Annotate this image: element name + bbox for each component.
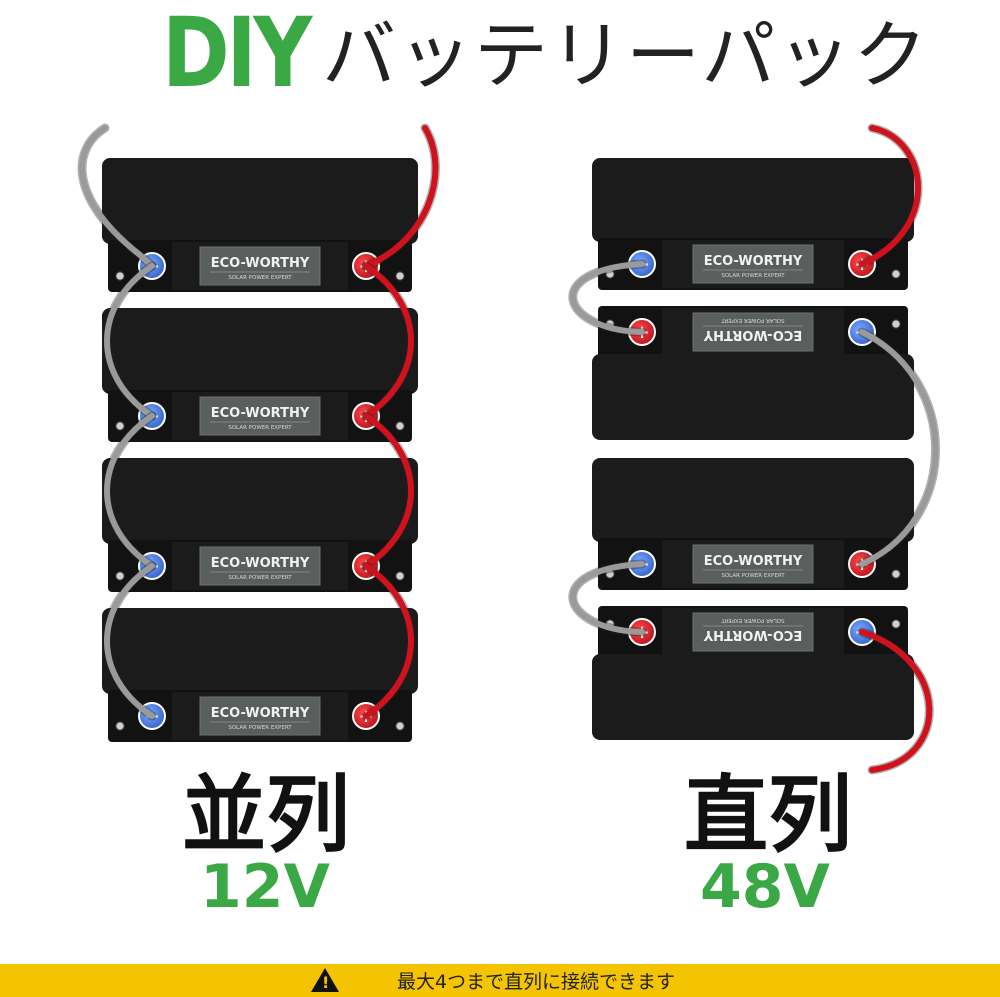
warning-banner: ! 最大4つまで直列に接続できます (0, 964, 1000, 997)
brand-tagline: SOLAR POWER EXPERT (721, 273, 785, 279)
brand-name: ECO-WORTHY (211, 556, 310, 571)
battery-body (592, 654, 914, 740)
brand-name: ECO-WORTHY (703, 627, 802, 642)
red-wire (363, 125, 439, 269)
gray-wire (104, 563, 155, 719)
brand-label: ECO-WORTHY SOLAR POWER EXPERT (692, 612, 814, 652)
title-diy: DIY (162, 0, 312, 109)
brand-label: ECO-WORTHY SOLAR POWER EXPERT (692, 544, 814, 584)
brand-tagline: SOLAR POWER EXPERT (228, 575, 292, 581)
brand-label: ECO-WORTHY SOLAR POWER EXPERT (199, 546, 321, 586)
brand-tagline: SOLAR POWER EXPERT (721, 573, 785, 579)
series-voltage: 48V (700, 852, 830, 922)
gray-wire (859, 329, 939, 567)
brand-label: ECO-WORTHY SOLAR POWER EXPERT (199, 696, 321, 736)
brand-name: ECO-WORTHY (704, 554, 803, 569)
gray-wire (79, 125, 155, 269)
brand-name: ECO-WORTHY (703, 327, 802, 342)
brand-name: ECO-WORTHY (704, 254, 803, 269)
battery-body (102, 458, 418, 544)
parallel-voltage: 12V (200, 852, 330, 922)
brand-tagline: SOLAR POWER EXPERT (721, 617, 785, 623)
parallel-label: 並列 (182, 766, 351, 864)
brand-tagline: SOLAR POWER EXPERT (228, 425, 292, 431)
brand-label: ECO-WORTHY SOLAR POWER EXPERT (199, 396, 321, 436)
battery-body (592, 458, 914, 542)
brand-label: ECO-WORTHY SOLAR POWER EXPERT (692, 244, 814, 284)
red-wire (363, 563, 414, 719)
battery-body (592, 354, 914, 440)
battery-body (592, 158, 914, 242)
title-subtitle: バッテリーパック (322, 13, 930, 99)
battery-body (102, 308, 418, 394)
red-wire (859, 125, 921, 267)
gray-wire (570, 561, 645, 635)
brand-name: ECO-WORTHY (211, 706, 310, 721)
battery-body (102, 158, 418, 244)
brand-name: ECO-WORTHY (211, 406, 310, 421)
red-wire (363, 263, 414, 419)
brand-label: ECO-WORTHY SOLAR POWER EXPERT (199, 246, 321, 286)
brand-name: ECO-WORTHY (211, 256, 310, 271)
battery-body (102, 608, 418, 694)
title: DIY バッテリーパック (0, 0, 1000, 110)
brand-label: ECO-WORTHY SOLAR POWER EXPERT (692, 312, 814, 352)
gray-wire (104, 263, 155, 419)
red-wire (859, 629, 933, 773)
brand-tagline: SOLAR POWER EXPERT (228, 725, 292, 731)
gray-wire (104, 413, 155, 569)
brand-tagline: SOLAR POWER EXPERT (228, 275, 292, 281)
gray-wire (570, 261, 645, 335)
brand-tagline: SOLAR POWER EXPERT (721, 317, 785, 323)
series-label: 直列 (684, 766, 853, 864)
red-wire (363, 413, 414, 569)
warning-text: 最大4つまで直列に接続できます (396, 971, 676, 993)
